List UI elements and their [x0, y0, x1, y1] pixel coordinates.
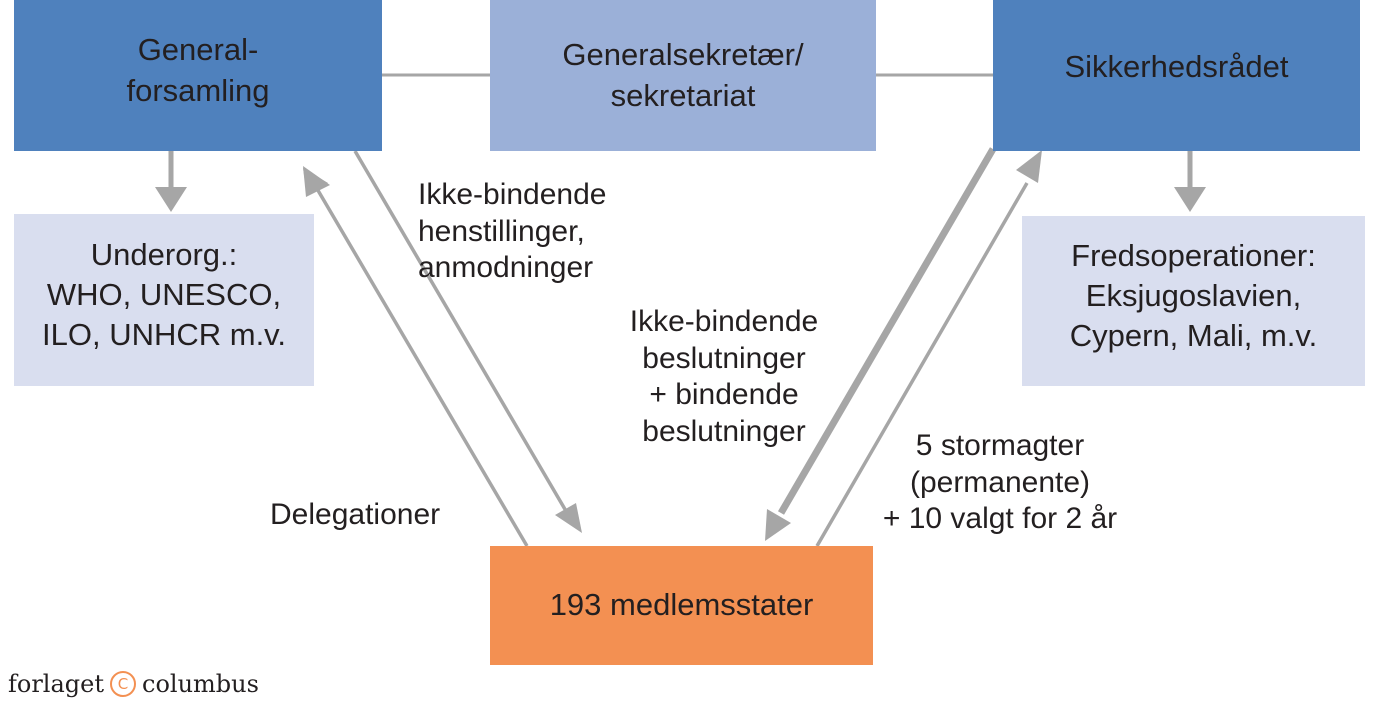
- ga-to-states-label: Ikke-bindende henstillinger, anmodninger: [418, 178, 607, 285]
- sub-organizations-box: Underorg.: WHO, UNESCO, ILO, UNHCR m.v.: [14, 214, 314, 386]
- arrowhead-states-to-sc: [1016, 150, 1042, 183]
- sc-to-states-label: Ikke-bindende beslutninger + bindende be…: [629, 305, 819, 448]
- arrowhead-states-to-ga-tip: [303, 166, 330, 197]
- security-council-box: Sikkerhedsrådet: [993, 0, 1360, 151]
- member-states-box: 193 medlemsstater: [490, 546, 873, 665]
- copyright-circle-icon: C: [110, 671, 136, 697]
- arrowhead-sc-to-states: [765, 509, 791, 541]
- security-council-label: Sikkerhedsrådet: [1064, 49, 1289, 85]
- arrowhead-sc-to-peaceops: [1174, 187, 1206, 212]
- arrow-sc-to-states: [777, 147, 997, 515]
- states-to-ga-label: Delegationer: [270, 498, 441, 531]
- logo-right-text: columbus: [142, 670, 259, 698]
- arrowhead-ga-to-states: [555, 503, 582, 533]
- arrow-ga-to-states: [353, 150, 568, 512]
- publisher-logo: forlaget C columbus: [8, 670, 259, 698]
- arrow-states-to-ga: [314, 186, 529, 547]
- sub-organizations-label: Underorg.: WHO, UNESCO, ILO, UNHCR m.v.: [42, 236, 286, 353]
- secretariat-label: Generalsekretær/ sekretariat: [562, 37, 804, 113]
- member-states-label: 193 medlemsstater: [549, 587, 814, 623]
- peace-operations-label: Fredsoperationer: Eksjugoslavien, Cypern…: [1069, 237, 1318, 354]
- general-assembly-label: General- forsamling: [126, 32, 270, 108]
- states-to-sc-label: 5 stormagter (permanente) + 10 valgt for…: [882, 429, 1118, 536]
- peace-operations-box: Fredsoperationer: Eksjugoslavien, Cypern…: [1022, 216, 1365, 386]
- logo-left-text: forlaget: [8, 670, 104, 698]
- secretariat-box: Generalsekretær/ sekretariat: [490, 0, 876, 151]
- general-assembly-box: General- forsamling: [14, 0, 382, 151]
- arrow-states-to-sc: [815, 182, 1029, 547]
- arrowhead-ga-to-suborgs: [155, 187, 187, 212]
